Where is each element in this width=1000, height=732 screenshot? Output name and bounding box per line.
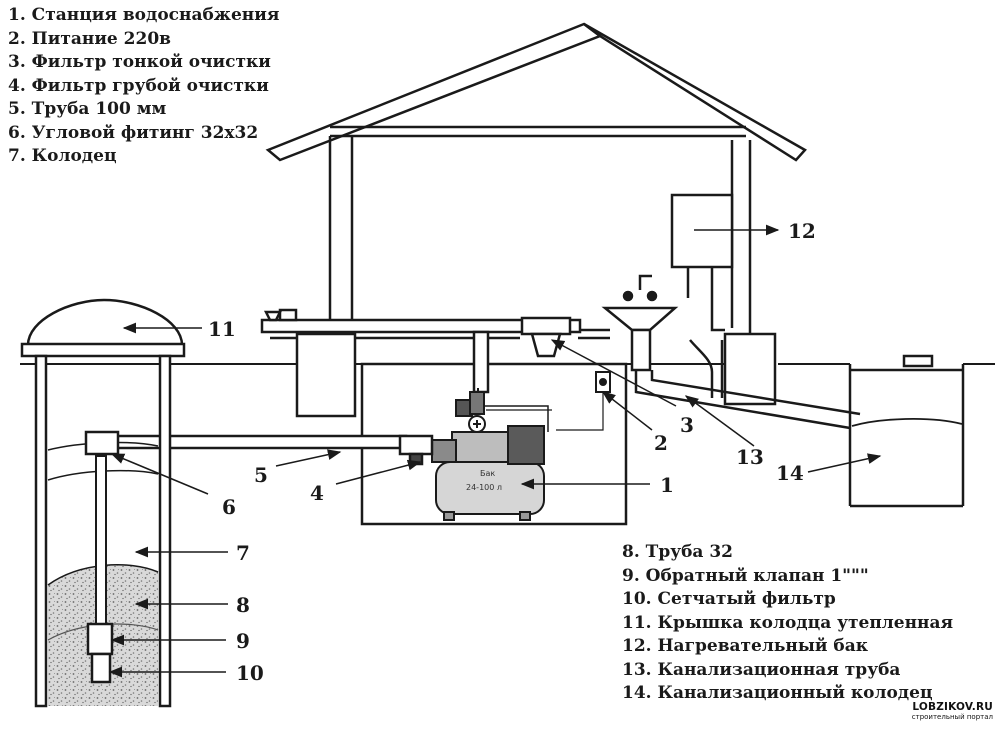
tank-label-title: Бак — [480, 469, 495, 478]
well-lid — [26, 298, 184, 347]
legend-item-3: 3. Фильтр тонкой очистки — [8, 52, 271, 72]
sewer-pipe — [634, 339, 861, 430]
house-roof — [265, 22, 807, 162]
callout-11: 11 — [208, 317, 236, 341]
water-well — [20, 298, 186, 708]
water-distribution-pipe — [260, 308, 582, 394]
legend-bottom: 8. Труба 32 9. Обратный клапан 1""" 10. … — [622, 541, 953, 706]
callout-5: 5 — [254, 463, 268, 487]
legend-item-8: 8. Труба 32 — [622, 542, 734, 562]
callout-2: 2 — [654, 431, 668, 455]
callout-12: 12 — [788, 219, 816, 243]
watermark-site: LOBZIKOV.RU — [912, 701, 993, 713]
legend-item-12: 12. Нагревательный бак — [622, 636, 869, 656]
legend-top: 1. Станция водоснабжения 2. Питание 220в… — [8, 4, 279, 169]
callout-3: 3 — [680, 413, 694, 437]
tank-label-volume: 24-100 л — [466, 483, 502, 492]
callout-10: 10 — [236, 661, 264, 685]
legend-item-7: 7. Колодец — [8, 146, 117, 166]
legend-item-13: 13. Канализационная труба — [622, 659, 901, 680]
legend-item-11: 11. Крышка колодца утепленная — [622, 612, 954, 633]
callout-8: 8 — [236, 593, 250, 617]
pump-station — [431, 371, 611, 521]
watermark: LOBZIKOV.RU строительный портал — [905, 701, 993, 721]
legend-item-6: 6. Угловой фитинг 32х32 — [8, 122, 259, 143]
callout-6: 6 — [222, 495, 236, 519]
legend-item-4: 4. Фильтр грубой очистки — [8, 75, 269, 96]
sink — [601, 274, 679, 372]
legend-item-9: 9. Обратный клапан 1""" — [622, 565, 869, 586]
legend-item-5: 5. Труба 100 мм — [8, 99, 167, 119]
legend-item-1: 1. Станция водоснабжения — [8, 5, 280, 25]
heating-tank — [670, 193, 734, 332]
legend-item-14: 14. Канализационный колодец — [622, 683, 933, 703]
sewer-well — [848, 354, 965, 508]
callout-leaders — [108, 224, 882, 678]
callout-13: 13 — [736, 445, 764, 469]
legend-item-2: 2. Питание 220в — [8, 28, 171, 49]
legend-item-10: 10. Сетчатый фильтр — [622, 589, 836, 609]
callout-4: 4 — [310, 481, 324, 505]
callout-1: 1 — [660, 473, 674, 497]
callout-14: 14 — [776, 461, 804, 485]
watermark-tagline: строительный портал — [911, 713, 993, 721]
callout-9: 9 — [236, 629, 250, 653]
callout-7: 7 — [236, 541, 250, 565]
